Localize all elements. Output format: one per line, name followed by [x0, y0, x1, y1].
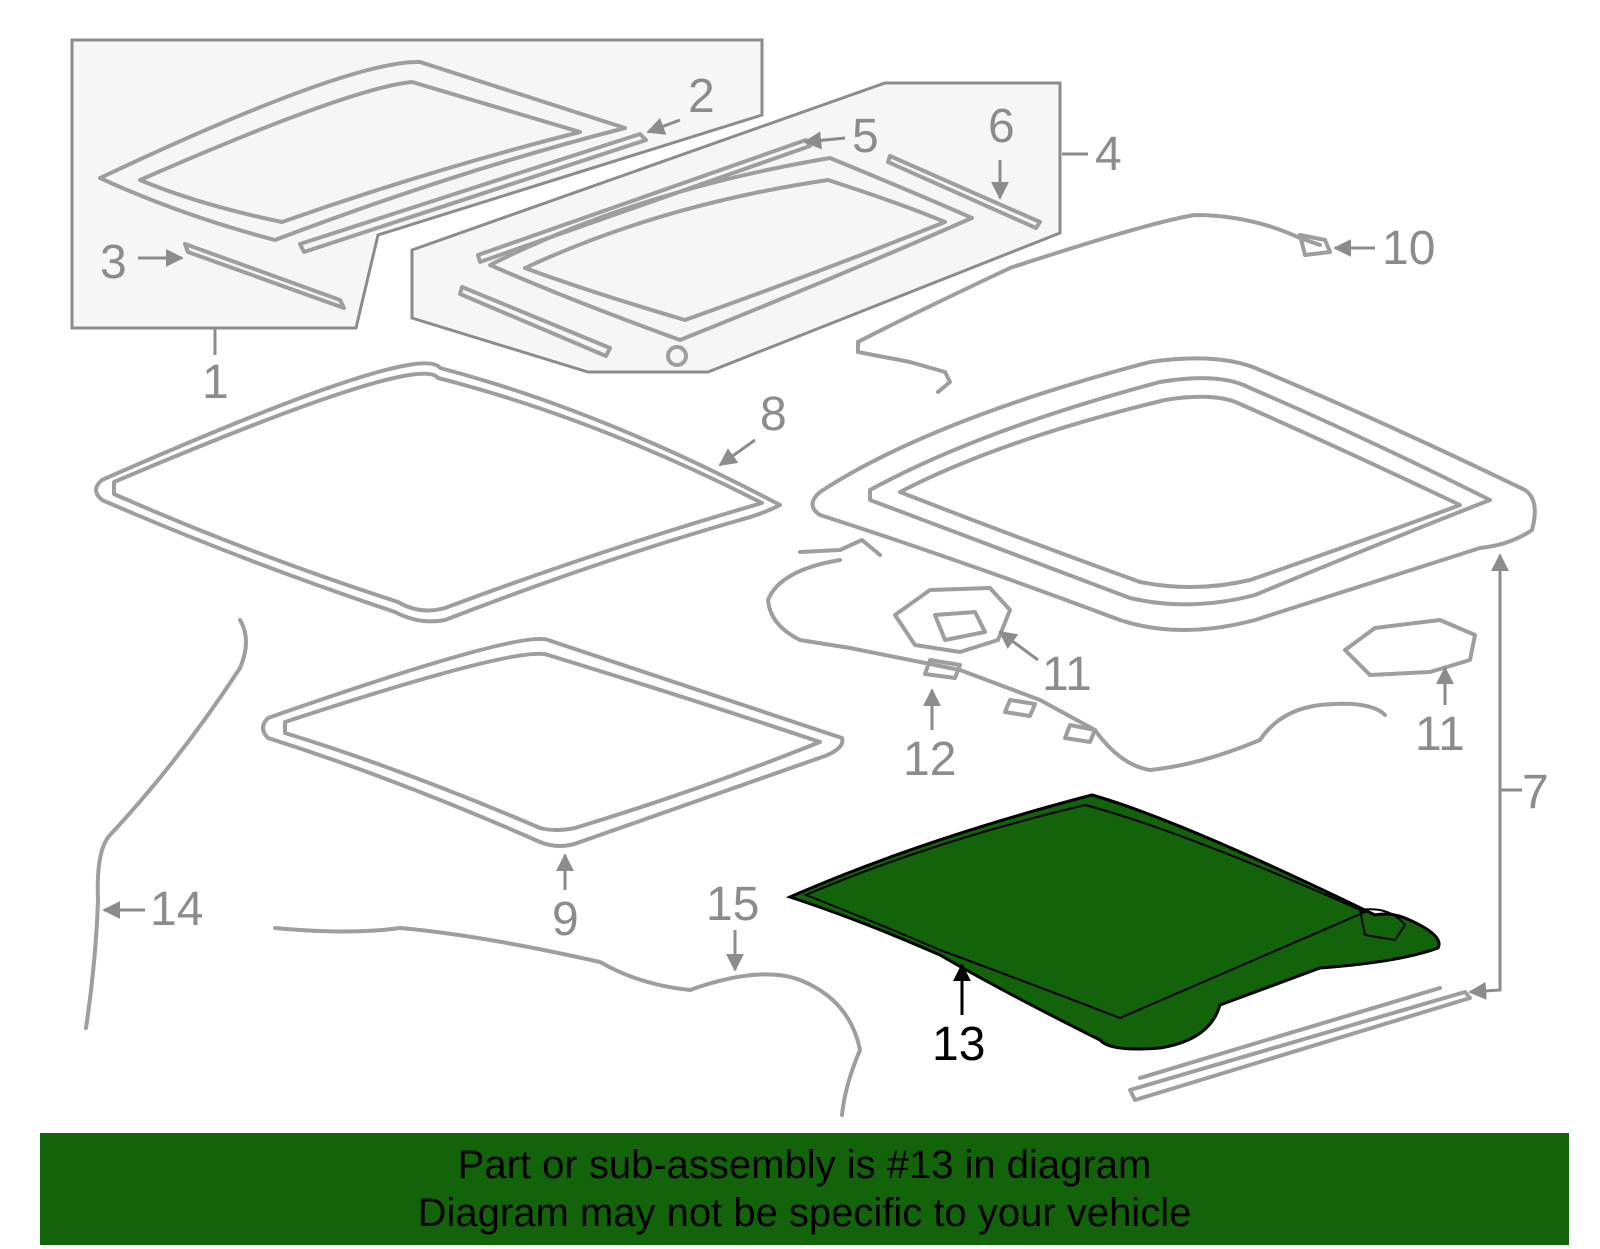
callout-12: 12 — [903, 733, 956, 786]
callout-2: 2 — [688, 70, 715, 123]
deflector-part-3 — [183, 242, 346, 310]
drain-tube-part-15 — [273, 926, 862, 1117]
drain-tube-part-14 — [84, 618, 248, 1030]
callout-13: 13 — [932, 1018, 985, 1071]
banner-line-1: Part or sub-assembly is #13 in diagram — [457, 1143, 1152, 1187]
callout-5: 5 — [852, 110, 879, 163]
harness-part-12 — [766, 538, 1387, 772]
leader-lines — [102, 117, 1522, 1015]
callout-1: 1 — [202, 356, 229, 409]
callout-7: 7 — [1522, 766, 1549, 819]
sunroof-frame-part-7 — [810, 356, 1537, 632]
motor-part-11-b — [1343, 618, 1477, 677]
clip-part — [666, 345, 688, 367]
parts-diagram: 1 2 3 4 5 6 7 8 9 10 11 11 12 13 14 15 — [70, 38, 1549, 1117]
callout-labels: 1 2 3 4 5 6 7 8 9 10 11 11 12 13 14 15 — [100, 70, 1549, 1071]
motor-part-11-a — [893, 586, 1012, 654]
callout-10: 10 — [1382, 222, 1435, 275]
cable-part-10 — [856, 213, 1332, 394]
glass-panel-part — [98, 59, 627, 242]
callout-3: 3 — [100, 236, 127, 289]
info-banner: Part or sub-assembly is #13 in diagram D… — [40, 1133, 1569, 1245]
callout-15: 15 — [706, 878, 759, 931]
callout-6: 6 — [988, 100, 1015, 153]
banner-line-2: Diagram may not be specific to your vehi… — [417, 1191, 1192, 1235]
seal-frame-part-9 — [261, 636, 845, 848]
callout-9: 9 — [552, 893, 579, 946]
seal-frame-part-8 — [94, 361, 782, 624]
callout-11-b: 11 — [1415, 708, 1465, 761]
callout-14: 14 — [150, 883, 203, 936]
lower-deflector-part — [458, 285, 612, 358]
callout-8: 8 — [760, 388, 787, 441]
callout-4: 4 — [1095, 128, 1122, 181]
group-box-1 — [70, 38, 764, 330]
seal-part-6 — [886, 154, 1042, 230]
sunshade-part-13 — [785, 793, 1441, 1051]
callout-11-a: 11 — [1042, 648, 1092, 701]
seal-part-2 — [298, 132, 648, 254]
group-box-4 — [410, 81, 1062, 374]
